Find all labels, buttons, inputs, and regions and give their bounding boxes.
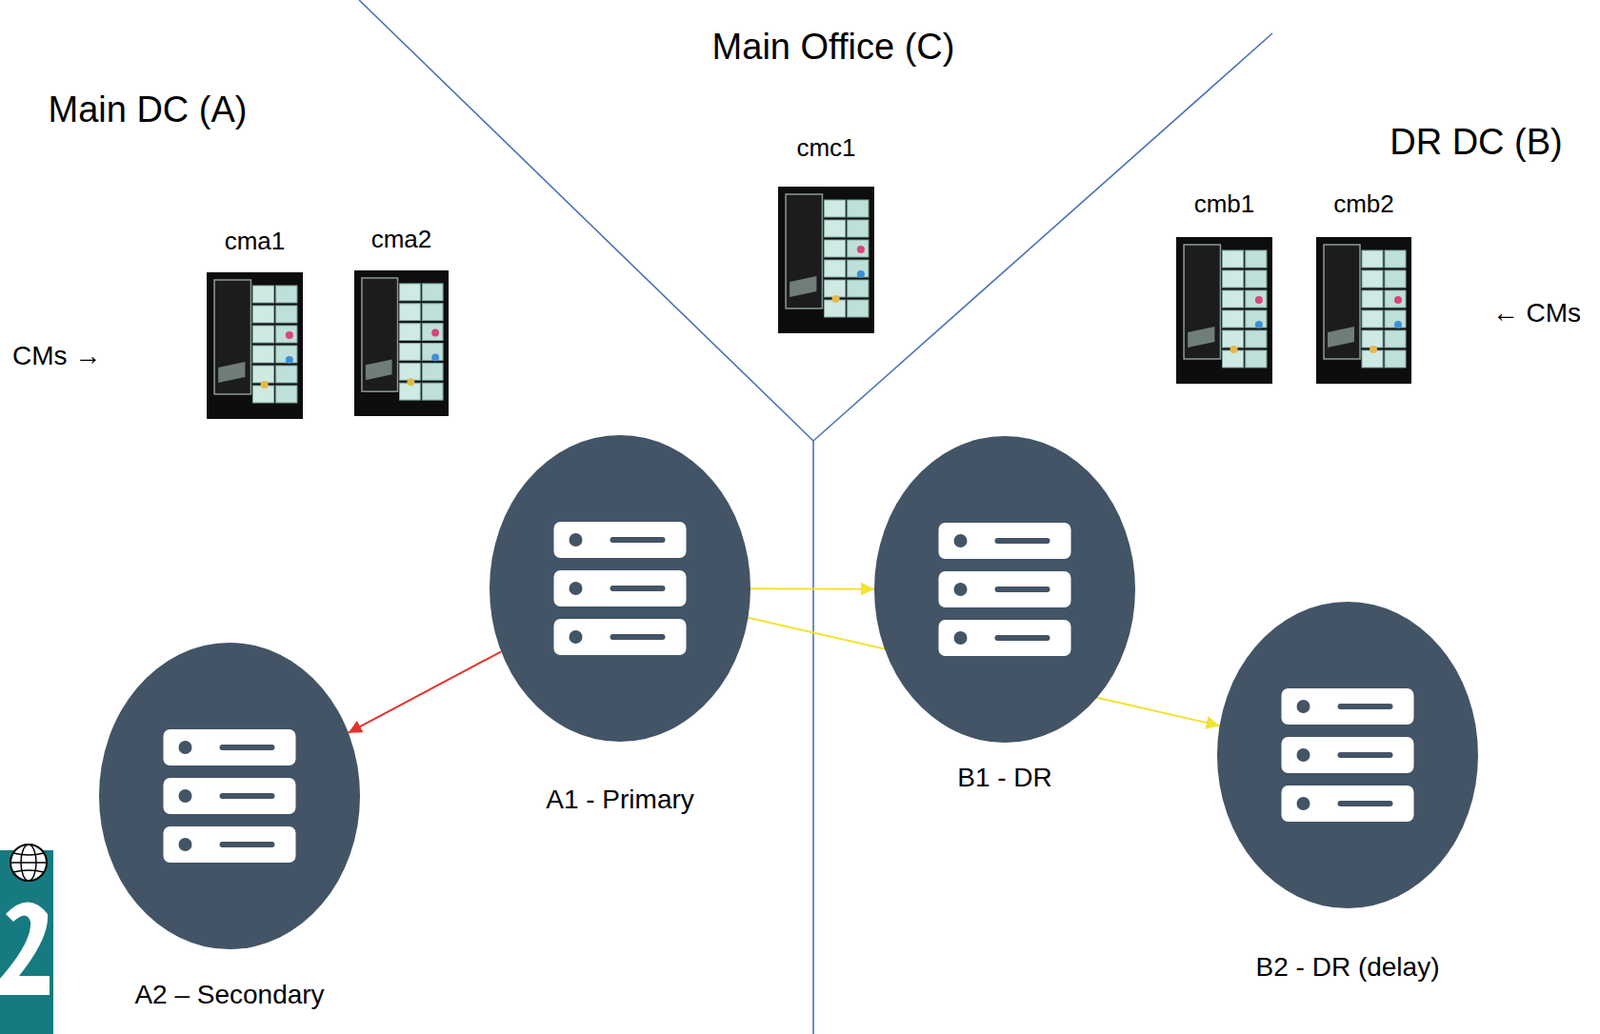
server-tower-icon — [1316, 237, 1412, 384]
server-node: A1 - Primary — [489, 435, 751, 742]
server-icon-row — [1281, 688, 1415, 725]
region-title: Main Office (C) — [712, 26, 956, 69]
server-icon-row — [163, 778, 297, 815]
server-icon-row — [163, 826, 297, 863]
server-circle — [874, 436, 1136, 743]
server-icon-row — [163, 729, 297, 766]
server-circle — [99, 642, 360, 950]
server-shape — [1217, 601, 1479, 909]
server-tower-icon — [778, 186, 875, 334]
server-icon-row — [1281, 737, 1415, 774]
logo-globe — [10, 844, 47, 881]
region-dividers — [359, 0, 1273, 1034]
server-icon-row — [554, 619, 687, 656]
node-label: cma1 — [224, 227, 286, 257]
logo — [0, 844, 54, 1034]
replication-arrow — [750, 587, 875, 590]
server-icon-row — [554, 570, 687, 607]
node-label: cmc1 — [796, 134, 856, 163]
node-label: cmb1 — [1194, 190, 1256, 220]
cluster-manager: cma1 — [206, 272, 303, 420]
replication-arrow — [348, 651, 501, 733]
node-label: A2 – Secondary — [134, 980, 324, 1011]
logo-globe-line — [10, 861, 47, 864]
node-label: B2 - DR (delay) — [1256, 952, 1440, 983]
server-tower-icon — [1176, 237, 1273, 384]
node-label: B1 - DR — [957, 762, 1053, 794]
region-title: Main DC (A) — [47, 89, 247, 132]
server-shape — [874, 436, 1136, 743]
cluster-manager: cma2 — [354, 270, 449, 417]
cluster-manager: cmb1 — [1176, 237, 1273, 384]
cluster-manager: cmc1 — [778, 186, 875, 334]
node-label: cma2 — [371, 225, 433, 255]
cms-pointer: ← CMs — [1492, 298, 1581, 329]
server-icon-row — [939, 620, 1072, 657]
server-icon-row — [939, 571, 1072, 608]
server-icon-row — [554, 521, 687, 559]
server-tower-icon — [354, 270, 449, 417]
server-node: B1 - DR — [874, 436, 1136, 743]
server-icon-row — [939, 522, 1072, 560]
node-label: cmb2 — [1333, 190, 1395, 220]
region-title: DR DC (B) — [1389, 121, 1563, 164]
server-icon-row — [1281, 785, 1415, 822]
cluster-manager: cmb2 — [1316, 237, 1412, 384]
logo-globe-line — [13, 853, 44, 873]
server-node: A2 – Secondary — [99, 642, 360, 950]
divider-line — [812, 440, 815, 1034]
node-label: A1 - Primary — [545, 784, 695, 816]
server-shape — [489, 435, 751, 742]
server-shape — [99, 642, 360, 950]
logo-mark — [0, 902, 50, 997]
divider-line — [813, 33, 1273, 441]
server-circle — [1217, 601, 1479, 909]
server-circle — [489, 435, 751, 742]
server-node: B2 - DR (delay) — [1217, 601, 1479, 909]
cms-pointer: CMs → — [12, 340, 101, 372]
server-tower-icon — [206, 272, 303, 420]
